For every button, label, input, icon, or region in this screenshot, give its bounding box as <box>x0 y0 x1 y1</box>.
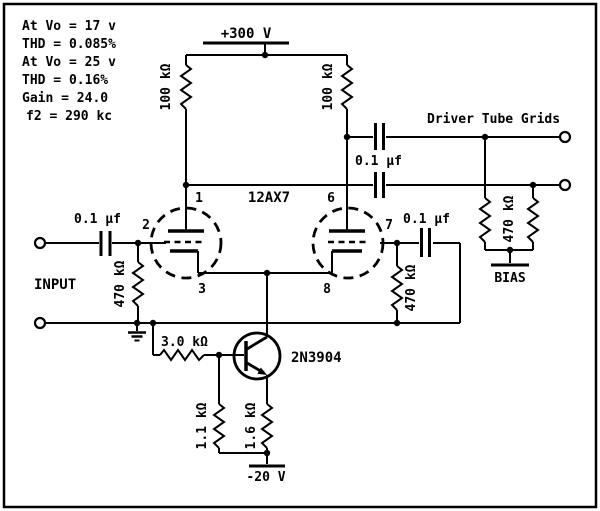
resistor-zigzag <box>391 265 403 311</box>
triode-left: 1 2 3 <box>142 191 223 297</box>
bias-divider-wires <box>484 137 534 263</box>
output-line-top <box>347 123 560 150</box>
grid-bypass-cap-label: 0.1 μf <box>403 212 450 227</box>
transistor-body <box>232 331 282 381</box>
base-branch-wire <box>152 323 244 356</box>
resistor-zigzag <box>159 349 205 361</box>
resistor-plate-left-100k: 100 kΩ <box>159 55 192 231</box>
input-label: INPUT <box>34 277 76 293</box>
emitter-arrow <box>257 367 267 375</box>
tube-envelope-left <box>149 206 223 280</box>
pin-number-1: 1 <box>195 191 203 206</box>
resistor-plate-left-label: 100 kΩ <box>159 63 174 110</box>
ground-rail <box>45 322 460 342</box>
junction-dot <box>149 319 157 327</box>
junction-dot <box>134 239 142 247</box>
resistor-plate-right-100k: 100 kΩ <box>321 55 353 231</box>
ground-symbol <box>128 323 146 342</box>
output-coupling-cap-label: 0.1 μf <box>355 154 402 169</box>
transistor-collector-stroke <box>246 335 268 351</box>
junction-dot <box>393 319 401 327</box>
resistor-zigzag <box>261 403 273 449</box>
resistor-grid-right-label: 470 kΩ <box>404 264 419 311</box>
resistor-emitter-label: 1.6 kΩ <box>244 402 259 449</box>
junction-dot <box>215 351 223 359</box>
tube-12ax7: 12AX7 1 2 3 6 7 8 <box>142 190 393 297</box>
pin-number-3: 3 <box>198 282 206 297</box>
junction-dot <box>529 181 537 189</box>
pin-number-7: 7 <box>385 218 393 233</box>
current-source-2n3904: 3.0 kΩ 2N3904 1.1 kΩ 1.6 kΩ -20 V <box>152 273 342 485</box>
notes-block: At Vo = 17 v THD = 0.085% At Vo = 25 v T… <box>22 19 116 124</box>
junction-dot <box>343 133 351 141</box>
input-cap-label: 0.1 μf <box>74 212 121 227</box>
input-terminal-top <box>33 236 47 250</box>
resistor-zigzag <box>213 403 225 449</box>
transistor-name-label: 2N3904 <box>291 350 342 366</box>
junction-dot <box>506 246 514 254</box>
negative-supply-label: -20 V <box>246 470 285 485</box>
tube-name-label: 12AX7 <box>248 190 290 206</box>
output-terminal-bottom <box>558 178 572 192</box>
input-terminal-bottom <box>33 316 47 330</box>
pin-number-8: 8 <box>323 282 331 297</box>
junction-dot <box>182 181 190 189</box>
note-line: f2 = 290 kc <box>26 109 112 124</box>
resistor-zigzag <box>180 64 192 110</box>
resistor-plate-right-label: 100 kΩ <box>321 63 336 110</box>
resistor-zigzag <box>132 261 144 307</box>
resistor-grid-left-label: 470 kΩ <box>113 260 128 307</box>
junction-dot <box>393 239 401 247</box>
junction-dot <box>133 319 141 327</box>
pin-number-6: 6 <box>327 191 335 206</box>
grid-right-network: 0.1 μf 470 kΩ <box>380 212 461 323</box>
note-line: At Vo = 17 v <box>22 19 116 34</box>
bias-divider-470k-pair: 470 kΩ BIAS <box>479 137 539 286</box>
bias-label: BIAS <box>494 271 525 286</box>
pin-number-2: 2 <box>142 218 150 233</box>
output-destination-label: Driver Tube Grids <box>427 112 560 127</box>
junction-dots <box>133 51 537 457</box>
plate-supply-300v: +300 V <box>186 26 347 56</box>
resistor-output-pair-label: 470 kΩ <box>502 195 517 242</box>
resistor-base-label: 3.0 kΩ <box>161 335 208 350</box>
junction-dot <box>263 269 271 277</box>
resistor-zigzag <box>479 197 491 243</box>
plate-supply-label: +300 V <box>221 26 272 42</box>
note-line: THD = 0.085% <box>22 37 116 52</box>
resistor-zigzag <box>341 64 353 110</box>
note-line: THD = 0.16% <box>22 73 108 88</box>
resistor-zigzag <box>527 197 539 243</box>
junction-dot <box>481 133 489 141</box>
note-line: At Vo = 25 v <box>22 55 116 70</box>
junction-dot <box>263 449 271 457</box>
output-terminal-top <box>558 130 572 144</box>
resistor-bias-lower-label: 1.1 kΩ <box>195 402 210 449</box>
note-line: Gain = 24.0 <box>22 91 108 106</box>
output-line-bottom: 0.1 μf <box>186 154 560 198</box>
negative-supply-wire <box>219 452 268 464</box>
junction-dot <box>261 51 269 59</box>
